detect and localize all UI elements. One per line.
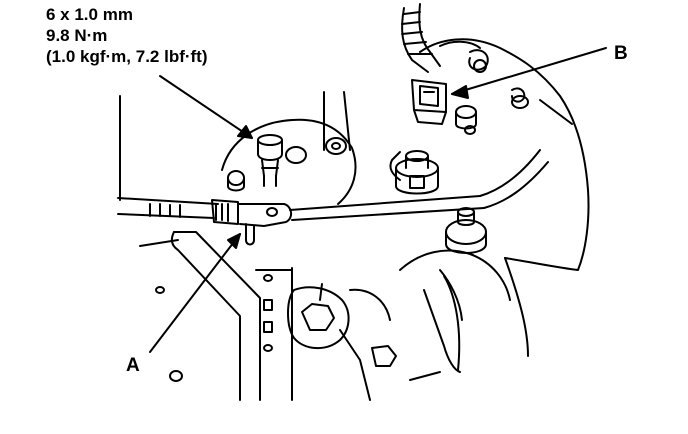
callout-b-leader [451, 47, 607, 99]
torque-alt: (1.0 kgf·m, 7.2 lbf·ft) [46, 47, 208, 66]
mounting-bolt [257, 134, 283, 187]
callout-label-a: A [126, 355, 140, 376]
torque-spec: 6 x 1.0 mm 9.8 N·m (1.0 kgf·m, 7.2 lbf·f… [46, 4, 208, 67]
brake-disc-hub [119, 91, 357, 205]
bolt-size: 6 x 1.0 mm [46, 5, 133, 24]
control-arm [139, 231, 391, 401]
callout-label-b: B [614, 43, 628, 64]
callout-a-leader [149, 233, 241, 353]
torque-nm: 9.8 N·m [46, 26, 108, 45]
sensor-bracket [117, 149, 549, 246]
torque-leader [159, 75, 253, 139]
sensor-socket [389, 150, 439, 195]
mounting-holes [155, 125, 476, 382]
stabilizer-link [371, 207, 511, 381]
knuckle-body [419, 38, 590, 357]
sensor-connector [401, 3, 529, 130]
